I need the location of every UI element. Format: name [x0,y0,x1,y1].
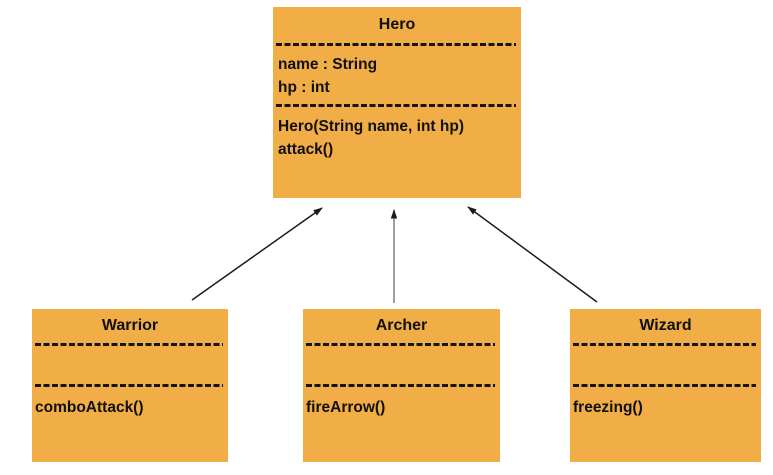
class-box-hero: Hero name : String hp : int Hero(String … [273,7,521,198]
method-line: attack() [278,141,334,158]
class-box-warrior: Warrior comboAttack() [32,309,228,462]
class-box-wizard: Wizard freezing() [570,309,761,462]
class-attributes-empty [303,346,500,384]
class-methods: Hero(String name, int hp) attack() [273,115,521,161]
class-box-archer: Archer fireArrow() [303,309,500,462]
class-methods: fireArrow() [303,396,500,419]
class-attributes-empty [570,346,761,384]
section-divider [35,384,223,387]
class-title: Warrior [101,317,159,334]
method-line: comboAttack() [35,399,144,416]
class-attributes-empty [32,346,228,384]
section-divider [306,384,495,387]
class-methods: freezing() [570,396,761,419]
section-divider [573,343,756,346]
method-line: freezing() [573,399,643,416]
section-divider [573,384,756,387]
class-attributes: name : String hp : int [273,53,521,99]
section-divider [35,343,223,346]
section-divider [276,104,516,107]
method-line: Hero(String name, int hp) [278,118,464,135]
attribute-line: hp : int [278,79,330,96]
section-divider [276,43,516,46]
attribute-line: name : String [278,56,378,73]
class-methods: comboAttack() [32,396,228,419]
section-divider [306,343,495,346]
class-title: Archer [375,317,428,334]
arrow-warrior-to-hero [191,207,323,301]
class-title: Wizard [639,317,692,334]
arrow-wizard-to-hero [467,206,598,303]
method-line: fireArrow() [306,399,386,416]
class-title: Hero [378,16,416,33]
